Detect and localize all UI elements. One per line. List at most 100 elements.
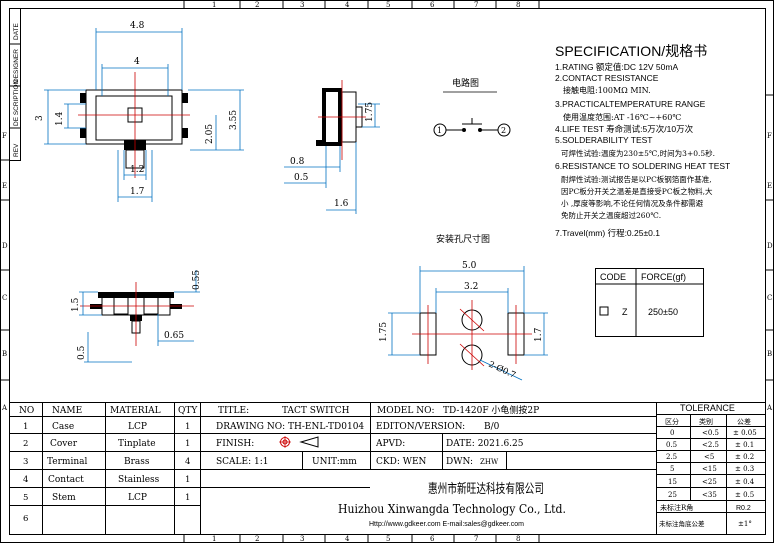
dim-label-1-75: 1.75	[379, 322, 389, 342]
tolerance-header: 公差	[737, 417, 751, 426]
dim-label-bottom-0-5: 0.5	[77, 345, 87, 360]
tolerance-cell: 5	[670, 465, 674, 473]
parts-table-text: NO NAME MATERIAL QTY 1 Case LCP 1 2 Cove…	[19, 406, 198, 524]
spec-line: 免防止开关之温度超过260℃.	[561, 210, 661, 220]
pcb-dimensions	[388, 266, 548, 381]
spec-line: 因PC板分开关之温差是直接受PC板之物料,大	[561, 186, 713, 196]
company-contact: Http://www.gdkeer.com E-mail:sales@gdkee…	[369, 521, 524, 528]
tolerance-cell: ± 0.5	[735, 491, 754, 499]
side-label-description: DE SCRIPTION	[13, 79, 20, 126]
tolerance-cell: <35	[702, 491, 717, 499]
spec-line: 使用温度范围:AT -16℃~+60℃	[563, 112, 681, 122]
col-number: 1	[212, 1, 216, 9]
dim-label-1-6: 1.6	[334, 199, 349, 209]
parts-cell: 1	[185, 422, 190, 432]
dim-label-h2: 2.05	[205, 124, 215, 144]
parts-cell: Stainless	[118, 475, 160, 485]
spec-line: 7.Travel(mm) 行程:0.25±0.1	[555, 228, 660, 238]
title-label: TITLE:	[218, 406, 249, 416]
row-letter: F	[2, 132, 7, 140]
front-dim-labels: 4.8 4 3 1.4 2.05 3.55 1.2 1.7	[35, 21, 239, 197]
col-number: 1	[212, 535, 216, 543]
front-dimensions	[44, 28, 244, 202]
parts-cell: 1	[185, 493, 190, 503]
parts-header-material: MATERIAL	[110, 406, 161, 416]
dim-label-inner: 4	[134, 57, 140, 67]
circuit-node-2: 2	[501, 126, 506, 135]
dim-label-3-2: 3.2	[464, 282, 478, 292]
tolerance-title: TOLERANCE	[680, 403, 735, 413]
tolerance-angle-label: 未标注角底公差	[659, 519, 705, 528]
scale-label: SCALE: 1:1	[216, 457, 268, 467]
title-value: TACT SWITCH	[282, 406, 350, 416]
spec-title: SPECIFICATION/规格书	[555, 43, 707, 59]
dim-label-0-55: 0.55	[192, 270, 202, 290]
pcb-dim-labels: 5.0 3.2 1.75 1.7 2-Ø0.7	[379, 261, 544, 381]
tolerance-cell: ± 0.4	[735, 478, 755, 486]
dim-label-hole: 2-Ø0.7	[487, 359, 518, 381]
side-dimensions	[284, 103, 380, 214]
revision-strip: DATE DESIGNER DE SCRIPTION REV	[9, 8, 21, 161]
parts-cell: 6	[23, 514, 28, 524]
parts-header-no: NO	[19, 406, 34, 416]
parts-cell: 2	[23, 439, 28, 449]
edition-label: EDITON/VERSION:	[376, 422, 465, 432]
spec-line: 2.CONTACT RESISTANCE	[555, 73, 659, 83]
bottom-dim-labels: 1.5 0.55 0.65 0.5	[71, 270, 202, 360]
bottom-dimensions	[79, 270, 200, 363]
parts-cell: 5	[23, 493, 28, 503]
dim-label-h3: 3.55	[229, 110, 239, 130]
spec-line: 1.RATING 额定值:DC 12V 50mA	[555, 62, 678, 72]
specification-block: SPECIFICATION/规格书 1.RATING 额定值:DC 12V 50…	[555, 43, 730, 238]
pcb-title: 安装孔尺寸图	[436, 233, 490, 245]
row-letter: D	[767, 242, 773, 250]
unit-label: UNIT:mm	[312, 457, 357, 467]
col-number: 2	[255, 535, 259, 543]
ckd-label: CKD: WEN	[376, 457, 427, 467]
row-letter: B	[2, 350, 7, 358]
col-number: 7	[474, 1, 478, 9]
parts-cell: LCP	[128, 493, 147, 503]
parts-header-name: NAME	[52, 406, 82, 416]
side-label-date: DATE	[13, 22, 20, 40]
tolerance-header: 类别	[699, 417, 713, 426]
row-letter: E	[767, 182, 772, 190]
side-label-rev: REV	[13, 143, 20, 157]
side-label-designer: DESIGNER	[13, 49, 20, 83]
row-letters: F E D C B A F E D C B A	[1, 132, 773, 412]
code-table: CODE FORCE(gf) Z 250±50	[595, 268, 704, 337]
parts-cell: Tinplate	[118, 439, 156, 449]
parts-cell: 4	[185, 457, 190, 467]
dim-label-5-0: 5.0	[462, 261, 477, 271]
edition-value: B/0	[484, 422, 500, 432]
date-label: DATE: 2021.6.25	[446, 439, 524, 449]
column-numbers: 1 2 3 4 5 6 7 8 1 2 3 4 5 6 7 8	[212, 1, 520, 543]
circuit-node-1: 1	[437, 126, 442, 135]
pcb-layout: 安装孔尺寸图	[412, 233, 532, 370]
spec-line: 小 ,厚度等影响,不论任何情况及条件都需避	[561, 198, 704, 208]
dim-label-0-8: 0.8	[290, 157, 305, 167]
spec-line: 接触电阻:100MΩ MIN.	[563, 85, 651, 95]
code-header: CODE	[600, 272, 626, 282]
row-letter: B	[767, 350, 772, 358]
tolerance-cell: ± 0.2	[735, 453, 754, 461]
tolerance-cell: 0.5	[666, 441, 677, 449]
spec-line: 可焊性试验:温度为230±5℃,时间为3+0.5秒.	[561, 148, 715, 158]
company-name-cn: 惠州市新旺达科技有限公司	[428, 481, 544, 497]
dim-label-1-7: 1.7	[534, 327, 544, 342]
dim-label-width: 4.8	[130, 21, 145, 31]
tolerance-cell: 25	[668, 491, 677, 499]
code-value: Z	[622, 307, 628, 317]
dim-label-stem: 1.2	[130, 165, 144, 175]
spec-line: 耐焊性试验:测试报告是以PC板钢箔面作基准,	[561, 174, 712, 184]
tolerance-cell: ± 0.05	[733, 429, 757, 437]
tolerance-cell: <2.5	[702, 441, 719, 449]
col-number: 4	[345, 535, 350, 543]
row-letter: D	[2, 242, 8, 250]
parts-cell: Terminal	[47, 457, 88, 467]
spec-line: 4.LIFE TEST 寿命测试:5万次/10万次	[555, 124, 694, 134]
parts-cell: 1	[185, 439, 190, 449]
row-letter: C	[2, 294, 7, 302]
side-view	[316, 80, 366, 160]
